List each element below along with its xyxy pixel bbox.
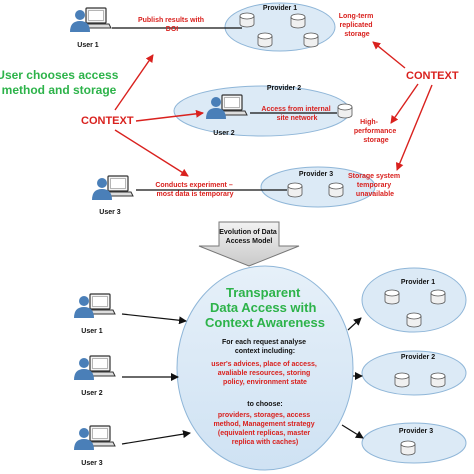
- user2-icon: [73, 355, 116, 381]
- choices-label: providers, storages, access method, Mana…: [213, 412, 316, 446]
- bottom-provider3-label: Provider 3: [399, 428, 433, 435]
- context-items-label: user's advices, place of access, avaliab…: [211, 361, 319, 386]
- publish-label: Publish results with DOI: [138, 17, 206, 33]
- route-arrow: [347, 317, 362, 331]
- disk-icon: [290, 13, 306, 29]
- context-arrow: [114, 129, 189, 177]
- evolution-arrow: [198, 221, 300, 267]
- context-left-label: CONTEXT: [81, 115, 134, 127]
- request-arrow: [121, 313, 187, 325]
- bottom-user2-label: User 2: [81, 390, 103, 397]
- analyse-label: For each request analyse context includi…: [222, 339, 308, 355]
- disk-icon: [430, 289, 446, 305]
- disk-icon: [303, 32, 319, 48]
- route-arrow: [341, 424, 364, 439]
- user1-icon: [73, 293, 116, 319]
- disk-icon: [394, 372, 410, 388]
- transparent-title: Transparent Data Access with Context Awa…: [205, 285, 325, 330]
- disk-icon: [287, 182, 303, 198]
- user1-icon: [69, 7, 112, 33]
- disk-icon: [239, 12, 255, 28]
- disk-icon: [406, 312, 422, 328]
- to-choose-label: to choose:: [247, 401, 282, 408]
- user-chooses-label: User chooses access method and storage: [0, 68, 122, 97]
- request-arrow: [121, 430, 191, 445]
- top-provider3-ellipse: [260, 166, 376, 208]
- conducts-label: Conducts experiment – most data is tempo…: [155, 182, 234, 198]
- disk-icon: [400, 440, 416, 456]
- bottom-user1-label: User 1: [81, 328, 103, 335]
- evolution-label: Evolution of Data Access Model: [219, 229, 279, 245]
- bottom-user3-label: User 3: [81, 460, 103, 467]
- bottom-provider1-label: Provider 1: [401, 279, 435, 286]
- top-provider3-label: Provider 3: [299, 171, 333, 178]
- user3-icon: [73, 425, 116, 451]
- top-user3-label: User 3: [99, 209, 121, 216]
- user3-icon: [91, 175, 134, 201]
- top-user2-label: User 2: [213, 130, 235, 137]
- access-internal-label: Access from internal site network: [261, 106, 332, 122]
- disk-icon: [257, 32, 273, 48]
- top-user1-label: User 1: [77, 42, 99, 49]
- top-provider1-label: Provider 1: [263, 5, 297, 12]
- bottom-provider2-label: Provider 2: [401, 354, 435, 361]
- context-arrow: [372, 41, 406, 69]
- top-provider2-label: Provider 2: [267, 85, 301, 92]
- context-arrow: [135, 109, 204, 122]
- disk-icon: [337, 103, 353, 119]
- high-performance-label: High- performance storage: [354, 119, 398, 144]
- transparent-access-ellipse: [176, 265, 354, 471]
- disk-icon: [328, 182, 344, 198]
- disk-icon: [430, 372, 446, 388]
- context-arrow: [395, 84, 433, 171]
- context-arrow: [390, 83, 419, 124]
- context-right-label: CONTEXT: [406, 70, 459, 82]
- long-term-label: Long-term replicated storage: [339, 13, 376, 38]
- context-arrow: [114, 54, 154, 111]
- bottom-provider1-ellipse: [361, 267, 467, 333]
- unavailable-label: Storage system temporary unavailable: [348, 173, 402, 198]
- disk-icon: [384, 289, 400, 305]
